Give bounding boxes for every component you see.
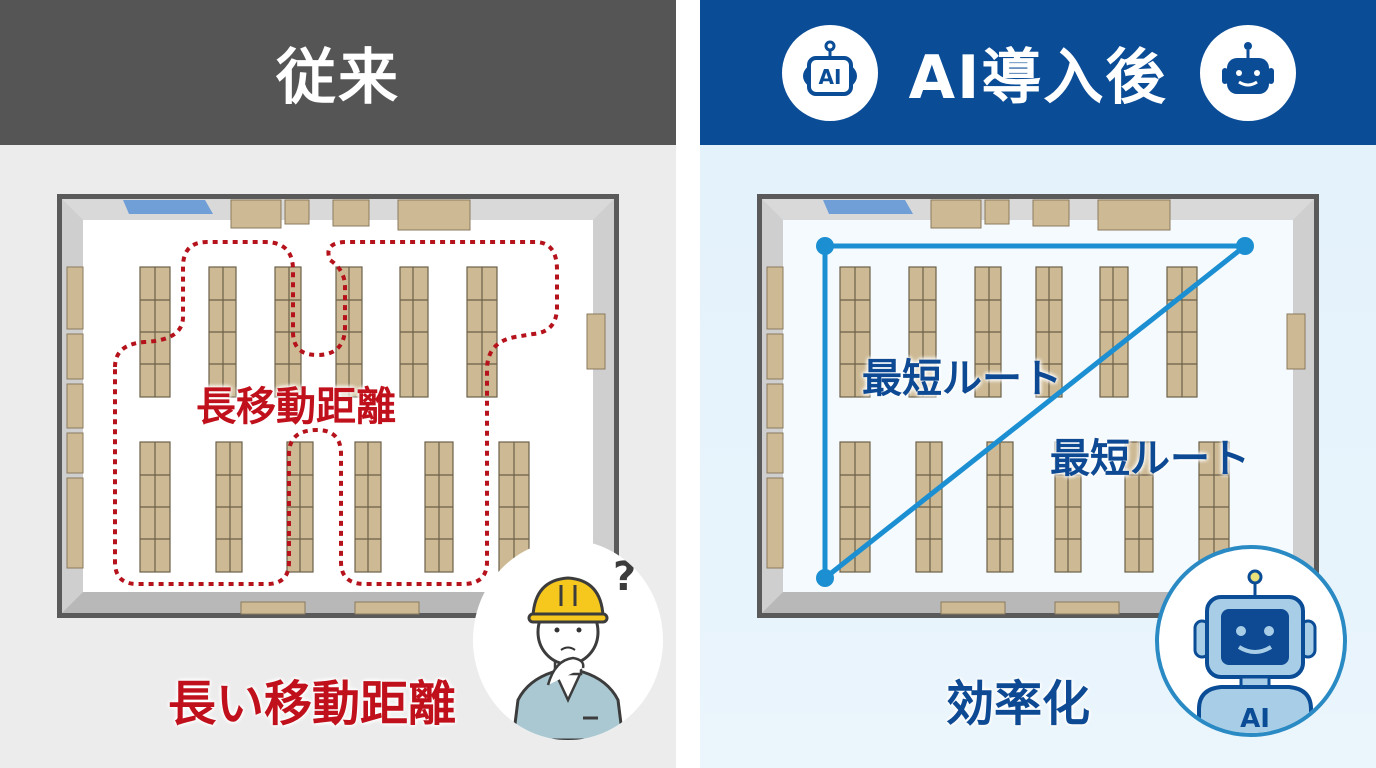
ai-warehouse-floorplan [755, 192, 1325, 622]
ai-title: AI導入後 [908, 43, 1168, 113]
route-node-corner [816, 569, 834, 587]
conventional-warehouse-floorplan [55, 192, 625, 622]
ai-caption: 効率化 [946, 676, 1091, 732]
conventional-panel: 従来 [0, 0, 676, 768]
svg-text:AI: AI [1240, 704, 1270, 733]
floor-route-label: 長移動距離 [196, 384, 396, 430]
conventional-title: 従来 [276, 43, 400, 113]
conventional-header: 従来 [0, 0, 676, 145]
panel-divider [676, 0, 700, 768]
route-label-1: 最短ルート [862, 356, 1062, 402]
long-route-path [113, 240, 559, 586]
shortest-route-path [822, 243, 1247, 580]
confused-worker-icon: ? [473, 540, 663, 740]
route-node-start [816, 237, 834, 255]
route-node-end [1236, 237, 1254, 255]
smiling-robot-icon [1200, 25, 1296, 121]
ai-robot-head-icon: AI [782, 25, 878, 121]
svg-text:AI: AI [819, 65, 842, 89]
question-mark: ? [613, 554, 636, 600]
route-label-2: 最短ルート [1050, 436, 1250, 482]
conventional-caption: 長い移動距離 [168, 676, 457, 732]
ai-panel: AI導入後 AI [700, 0, 1376, 768]
ai-robot-icon: AI [1155, 545, 1347, 737]
